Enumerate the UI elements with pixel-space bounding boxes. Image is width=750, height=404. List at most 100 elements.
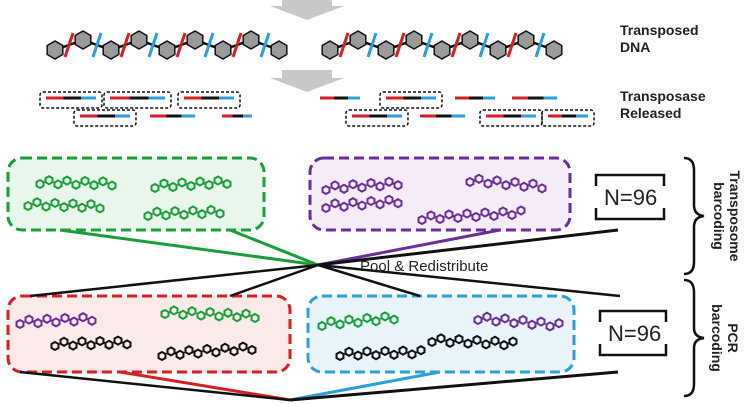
mini-hexagon xyxy=(508,336,518,347)
mini-hexagon xyxy=(86,198,96,210)
mini-hexagon xyxy=(51,317,61,328)
mini-hexagon xyxy=(222,178,232,190)
mini-hexagon xyxy=(161,210,171,221)
label-transposed-dna: Transposed DNA xyxy=(620,22,699,55)
mini-hexagon xyxy=(68,198,78,209)
mini-hexagon xyxy=(371,350,381,361)
mini-hexagon xyxy=(157,350,167,362)
transposase-mark xyxy=(478,32,490,58)
mini-hexagon xyxy=(113,335,123,346)
mini-hexagon xyxy=(197,209,207,220)
mini-hexagon xyxy=(50,197,60,209)
nucleotide-hexagon xyxy=(242,30,260,50)
mini-hexagon xyxy=(50,340,60,352)
mini-hexagon xyxy=(241,308,251,319)
mini-dna-strand xyxy=(23,197,105,214)
mini-hexagon xyxy=(44,175,54,186)
funnel-black-line-bottom xyxy=(289,370,619,402)
mini-hexagon xyxy=(375,199,385,210)
mini-hexagon xyxy=(202,343,212,355)
mini-hexagon xyxy=(498,206,508,217)
mini-hexagon xyxy=(321,202,331,214)
mini-hexagon xyxy=(95,335,105,347)
mini-hexagon xyxy=(416,345,426,356)
label-pool-redistribute: Pool & Redistribute xyxy=(360,258,489,275)
transposed-dna-chains xyxy=(46,30,563,60)
mini-dna-strand xyxy=(50,335,132,352)
released-fragments xyxy=(39,91,595,127)
mini-hexagon xyxy=(53,179,63,190)
mini-hexagon xyxy=(444,209,454,220)
nucleotide-hexagon xyxy=(214,40,232,60)
mini-hexagon xyxy=(393,198,403,209)
mini-hexagon xyxy=(474,173,484,184)
mini-hexagon xyxy=(454,334,464,345)
mini-hexagon xyxy=(229,346,239,357)
redistribute-line-3 xyxy=(317,263,421,298)
panel-dna-strands xyxy=(15,173,564,362)
mini-hexagon xyxy=(519,181,529,192)
mini-hexagon xyxy=(223,307,233,318)
mini-hexagon xyxy=(232,312,242,323)
mini-hexagon xyxy=(389,314,399,325)
fragment-box xyxy=(177,91,241,109)
mini-hexagon xyxy=(393,180,403,191)
mini-dna-strand xyxy=(417,205,526,226)
mini-hexagon xyxy=(317,320,327,332)
down-arrow-middle xyxy=(270,70,344,92)
mini-hexagon xyxy=(507,209,517,221)
mini-hexagon xyxy=(321,184,331,196)
mini-hexagon xyxy=(32,197,42,208)
mini-hexagon xyxy=(344,346,354,357)
mini-hexagon xyxy=(472,334,482,346)
mini-hexagon xyxy=(220,342,230,353)
mini-hexagon xyxy=(104,339,114,350)
mini-hexagon xyxy=(166,346,176,357)
redistribute-line-2 xyxy=(229,263,319,298)
mini-hexagon xyxy=(528,178,538,189)
nucleotide-hexagon xyxy=(158,40,176,60)
mini-hexagon xyxy=(159,178,169,189)
mini-hexagon xyxy=(398,345,408,356)
mini-hexagon xyxy=(160,308,170,320)
nucleotide-hexagon xyxy=(130,30,148,50)
mini-hexagon xyxy=(510,176,520,188)
mini-hexagon xyxy=(384,194,394,205)
mini-hexagon xyxy=(206,204,216,216)
fragment-box xyxy=(39,91,103,109)
mini-hexagon xyxy=(170,205,180,217)
mini-hexagon xyxy=(489,210,499,222)
mini-hexagon xyxy=(375,181,385,192)
mini-hexagon xyxy=(463,338,473,349)
mini-hexagon xyxy=(78,312,88,323)
mini-hexagon xyxy=(371,316,381,327)
mini-hexagon xyxy=(211,347,221,358)
mini-dna-strand xyxy=(473,311,564,332)
mini-hexagon xyxy=(238,341,248,352)
mini-hexagon xyxy=(335,319,345,330)
mini-hexagon xyxy=(59,336,69,347)
label-transposome-barcoding: Transposome barcoding xyxy=(711,170,743,262)
mini-hexagon xyxy=(35,178,45,190)
transposase-mark xyxy=(394,32,406,58)
mini-hexagon xyxy=(462,208,472,219)
transposase-mark xyxy=(534,32,546,58)
mini-hexagon xyxy=(68,340,78,351)
panel-green xyxy=(6,156,266,232)
fragment-box xyxy=(103,91,172,109)
mini-hexagon xyxy=(357,200,367,211)
mini-hexagon xyxy=(186,180,196,192)
dna-chain xyxy=(46,30,288,60)
mini-hexagon xyxy=(353,317,363,328)
nucleotide-hexagon xyxy=(349,30,367,50)
transposase-mark xyxy=(91,32,103,58)
dna-fragment xyxy=(73,109,137,127)
transposase-mark xyxy=(175,32,187,58)
mini-hexagon xyxy=(491,316,501,327)
mini-hexagon xyxy=(168,181,178,193)
dna-fragment xyxy=(345,109,409,127)
mini-hexagon xyxy=(509,318,519,329)
mini-hexagon xyxy=(95,203,105,214)
mini-hexagon xyxy=(490,335,500,346)
mini-hexagon xyxy=(177,177,187,188)
